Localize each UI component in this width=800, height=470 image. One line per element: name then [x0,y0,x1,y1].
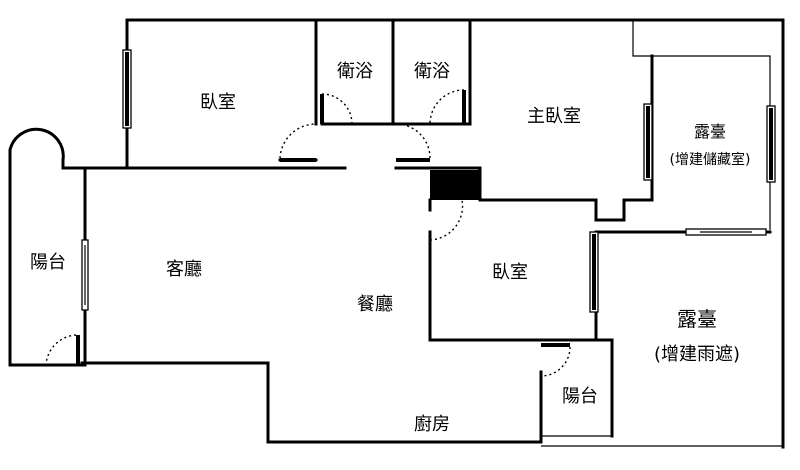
label-terrace-lower: 露臺 [677,307,717,331]
window-bedroom-top-left [122,49,132,129]
window-middle-bedroom [589,231,599,313]
window-upper-terrace [766,105,776,183]
door-left-balcony [45,334,80,366]
label-balcony-small: 陽台 [562,386,598,407]
window-lower-terrace-top [685,228,767,236]
small-balcony-right-wall [594,338,614,438]
pipe-shaft [430,170,480,200]
door-bedroom-top-left [279,123,317,162]
door-master-bedroom [395,123,431,162]
door-bath-2 [429,89,466,125]
label-terrace-upper: 露臺 [694,122,726,141]
walls [8,18,785,449]
left-balcony-outline [8,127,84,367]
doors [45,89,571,377]
middle-bedroom-left-wall [428,230,598,342]
top-exterior-wall [125,18,785,449]
label-bath-2: 衛浴 [414,61,450,82]
label-bedroom-middle: 臥室 [492,262,528,283]
label-living-room: 客廳 [166,259,202,280]
label-terrace-lower-note: (增建雨遮) [654,344,740,365]
label-bath-1: 衛浴 [337,61,373,82]
label-balcony-left: 陽台 [30,252,66,273]
windows [81,49,776,313]
lower-terrace-bottom-edge [541,435,783,447]
room-labels: 臥室 衛浴 衛浴 主臥室 露臺 (增建儲藏室) 陽台 客廳 餐廳 臥室 露臺 (… [30,61,750,435]
door-small-balcony [540,343,571,377]
door-bath-1 [320,93,353,125]
label-terrace-upper-note: (增建儲藏室) [670,151,751,168]
label-master-bedroom: 主臥室 [527,106,581,127]
label-bedroom-top-left: 臥室 [200,92,236,113]
kitchen-bottom-wall [266,431,543,444]
door-middle-bedroom [429,199,464,241]
bottom-exterior-wall [80,361,270,444]
window-living-left [81,239,89,311]
window-master-bedroom [643,103,653,181]
label-kitchen: 廚房 [414,413,450,435]
label-dining-room: 餐廳 [357,294,393,315]
